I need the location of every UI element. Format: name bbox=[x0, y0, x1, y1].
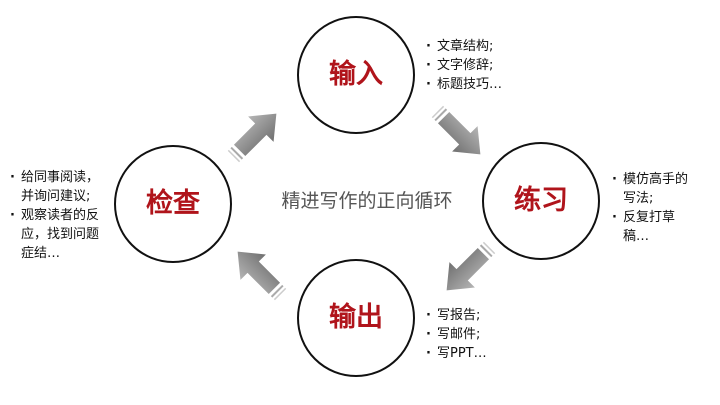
check-circle bbox=[114, 145, 232, 263]
input-notes: 文章结构; 文字修辞; 标题技巧… bbox=[425, 37, 545, 94]
note-item: 给同事阅读，并询问建议; bbox=[9, 168, 103, 206]
note-item: 文章结构; bbox=[425, 37, 545, 56]
note-item: 文字修辞; bbox=[425, 56, 545, 75]
input-label: 输入 bbox=[329, 59, 383, 90]
output-notes: 写报告; 写邮件; 写PPT… bbox=[425, 306, 545, 363]
note-item: 写报告; bbox=[425, 306, 545, 325]
check-notes: 给同事阅读，并询问建议; 观察读者的反应，找到问题症结… bbox=[9, 168, 103, 263]
arrow-up-left-icon bbox=[223, 237, 294, 308]
practice-notes: 模仿高手的写法; 反复打草稿… bbox=[611, 170, 699, 246]
input-circle bbox=[297, 16, 415, 134]
note-item: 写邮件; bbox=[425, 325, 545, 344]
arrow-down-right-icon bbox=[424, 98, 495, 169]
output-label: 输出 bbox=[329, 302, 383, 333]
output-circle bbox=[297, 259, 415, 377]
arrow-up-right-icon bbox=[220, 99, 291, 170]
check-label: 检查 bbox=[146, 188, 200, 219]
arrow-down-left-icon bbox=[432, 234, 503, 305]
note-item: 模仿高手的写法; bbox=[611, 170, 699, 208]
practice-circle bbox=[482, 142, 600, 260]
note-item: 观察读者的反应，找到问题症结… bbox=[9, 206, 103, 263]
note-item: 写PPT… bbox=[425, 344, 545, 363]
diagram-title: 精进写作的正向循环 bbox=[281, 190, 453, 212]
note-item: 反复打草稿… bbox=[611, 208, 699, 246]
practice-label: 练习 bbox=[514, 185, 568, 216]
note-item: 标题技巧… bbox=[425, 75, 545, 94]
